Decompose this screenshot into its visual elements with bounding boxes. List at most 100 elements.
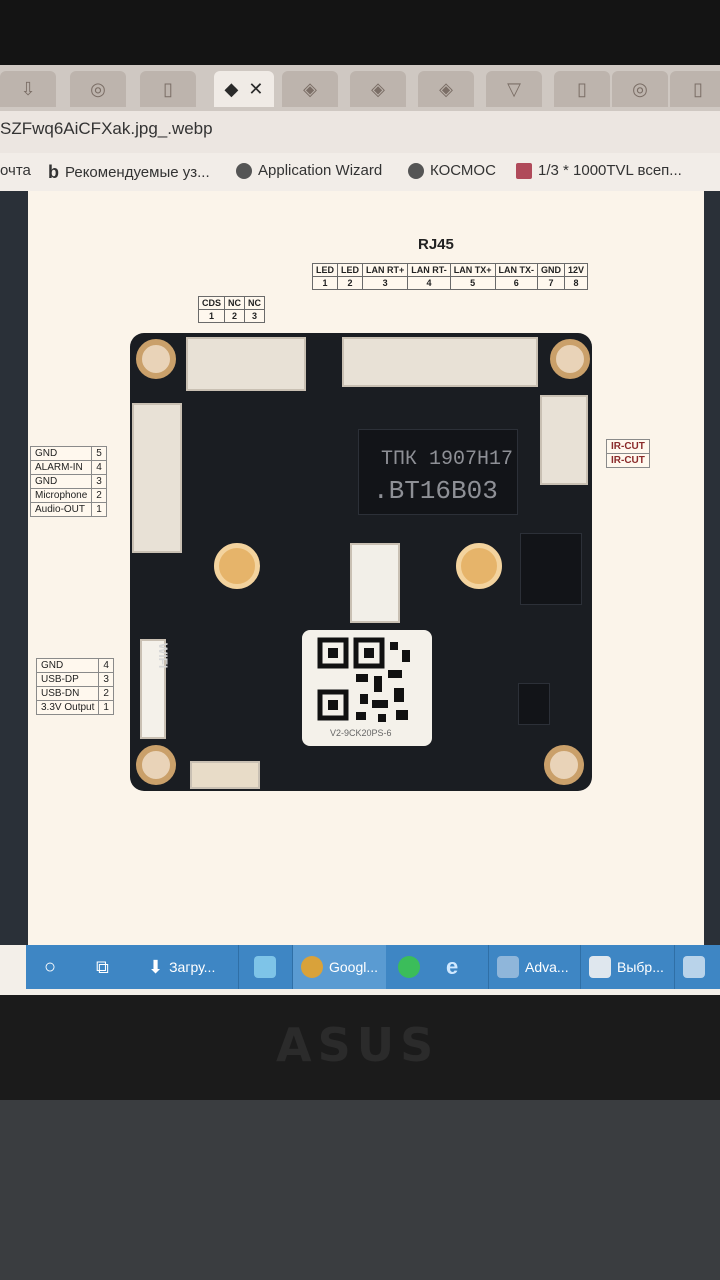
monitor-bezel-top <box>0 0 720 65</box>
tab-close-icon[interactable]: ✕ <box>248 78 264 99</box>
rj45-pin-table: LED LED LAN RT+ LAN RT- LAN TX+ LAN TX- … <box>312 263 589 290</box>
rj45-header: LAN TX+ <box>449 263 496 277</box>
qr-label: V2-9CK20PS-6 <box>330 728 392 738</box>
rj45-pin: 3 <box>361 276 409 290</box>
usb-wifi-connector <box>140 639 166 739</box>
viewer-background-right <box>704 191 720 945</box>
globe-icon <box>236 162 252 179</box>
browser-tab[interactable]: ⇩ <box>0 71 56 107</box>
download-arrow-icon: ⬇ <box>148 956 164 977</box>
rj45-pin: 1 <box>312 276 338 290</box>
internet-explorer-icon: e <box>446 954 459 979</box>
screen: ⇩ ◎ ▯ ◆ ✕ ◈ ◈ ◈ ▽ ▯ ◎ ▯ SZFwq6AiCFXak.jp… <box>0 65 720 995</box>
mount-hole <box>544 745 584 785</box>
tab-favicon-icon: ◆ <box>224 78 239 99</box>
browser-tab[interactable]: ▽ <box>486 71 542 107</box>
browser-tab[interactable]: ▯ <box>670 71 720 107</box>
taskbar-whatsapp[interactable] <box>398 945 420 989</box>
rj45-pin: 4 <box>407 276 451 290</box>
window-icon <box>589 956 611 978</box>
wifi-label: WIFI <box>156 643 170 669</box>
rj45-pin: 2 <box>337 276 363 290</box>
brand-logo: ASUS <box>276 1018 440 1072</box>
browser-tab[interactable]: ◈ <box>350 71 406 107</box>
mount-hole <box>136 745 176 785</box>
taskbar-mail[interactable] <box>238 945 291 989</box>
cds-pin: 2 <box>224 309 246 323</box>
ircut-connector <box>540 395 588 485</box>
taskbar-advanced[interactable]: Adva... <box>488 945 569 989</box>
component-white <box>350 543 400 623</box>
rj45-connector <box>342 337 538 387</box>
app-icon <box>497 956 519 978</box>
rj45-header: LAN RT+ <box>361 263 409 277</box>
laptop-deck <box>0 1100 720 1280</box>
chrome-icon <box>301 956 323 978</box>
rj45-pin: 7 <box>537 276 566 290</box>
ic-chip <box>520 533 582 605</box>
browser-tab[interactable]: ◎ <box>70 71 126 107</box>
cds-pin: 1 <box>197 309 226 323</box>
audio-alarm-connector <box>132 403 182 553</box>
rj45-pin: 6 <box>494 276 539 290</box>
rj45-pin: 8 <box>564 276 589 290</box>
browser-tab-active[interactable]: ◆ ✕ <box>214 71 274 107</box>
taskbar-app[interactable] <box>674 945 705 989</box>
taskbar-chrome[interactable]: Googl... <box>292 945 386 989</box>
cds-pin: 3 <box>244 309 266 323</box>
browser-tab[interactable]: ◈ <box>282 71 338 107</box>
cds-connector <box>186 337 306 391</box>
address-bar[interactable]: SZFwq6AiCFXak.jpg_.webp <box>0 111 720 153</box>
bookmark-item[interactable]: Application Wizard <box>236 162 382 179</box>
qr-code <box>302 630 432 746</box>
task-view-button[interactable]: ⧉ <box>96 945 109 989</box>
search-button[interactable]: ○ <box>44 945 56 989</box>
viewer-background-left <box>0 191 28 945</box>
search-circle-icon: ○ <box>44 955 57 978</box>
mount-hole <box>136 339 176 379</box>
rj45-pin: 5 <box>449 276 496 290</box>
monitor-icon <box>683 956 705 978</box>
header-pins <box>190 761 260 789</box>
bing-icon: b <box>48 162 59 182</box>
ircut-pin-table: IR-CUT IR-CUT <box>606 439 650 468</box>
globe-icon <box>408 162 424 179</box>
url-text[interactable]: SZFwq6AiCFXak.jpg_.webp <box>0 119 213 138</box>
ic-chip <box>518 683 550 725</box>
bookmark-item[interactable]: b Рекомендуемые уз... <box>48 162 210 182</box>
task-view-icon: ⧉ <box>96 956 109 977</box>
windows-taskbar: ○ ⧉ ⬇ Загру... Googl... e Adva... Выбр..… <box>26 945 720 989</box>
cds-header: NC <box>244 296 266 310</box>
taskbar-window[interactable]: Выбр... <box>580 945 664 989</box>
browser-tab[interactable]: ▯ <box>140 71 196 107</box>
rj45-title: RJ45 <box>418 236 454 253</box>
bookmark-item[interactable]: очта <box>0 162 31 179</box>
rj45-header: GND <box>537 263 566 277</box>
rj45-header: LAN TX- <box>494 263 539 277</box>
cds-header: CDS <box>197 296 226 310</box>
bookmarks-bar: очта b Рекомендуемые уз... Application W… <box>0 153 720 192</box>
browser-tab-bar: ⇩ ◎ ▯ ◆ ✕ ◈ ◈ ◈ ▽ ▯ ◎ ▯ <box>0 65 720 111</box>
mount-pad <box>214 543 260 589</box>
taskbar-downloads[interactable]: ⬇ Загру... <box>148 956 216 977</box>
mount-hole <box>550 339 590 379</box>
mail-icon <box>516 162 532 179</box>
main-chip: ТПК 1907H17 .BT16B03 <box>358 429 518 515</box>
browser-tab[interactable]: ◈ <box>418 71 474 107</box>
rj45-header: 12V <box>564 263 589 277</box>
browser-tab[interactable]: ▯ <box>554 71 610 107</box>
rj45-header: LAN RT- <box>407 263 451 277</box>
whatsapp-icon <box>398 956 420 978</box>
taskbar-ie[interactable]: e <box>446 945 458 989</box>
browser-tab[interactable]: ◎ <box>612 71 668 107</box>
pcb-board: ТПК 1907H17 .BT16B03 WIFI <box>130 333 592 791</box>
mount-pad <box>456 543 502 589</box>
rj45-header: LED <box>337 263 363 277</box>
rj45-header: LED <box>312 263 338 277</box>
cds-pin-table: CDS NC NC 1 2 3 <box>197 296 266 323</box>
bookmark-item[interactable]: КОСМОС <box>408 162 496 179</box>
cds-header: NC <box>224 296 246 310</box>
bookmark-item[interactable]: 1/3 * 1000TVL всеп... <box>516 162 682 179</box>
